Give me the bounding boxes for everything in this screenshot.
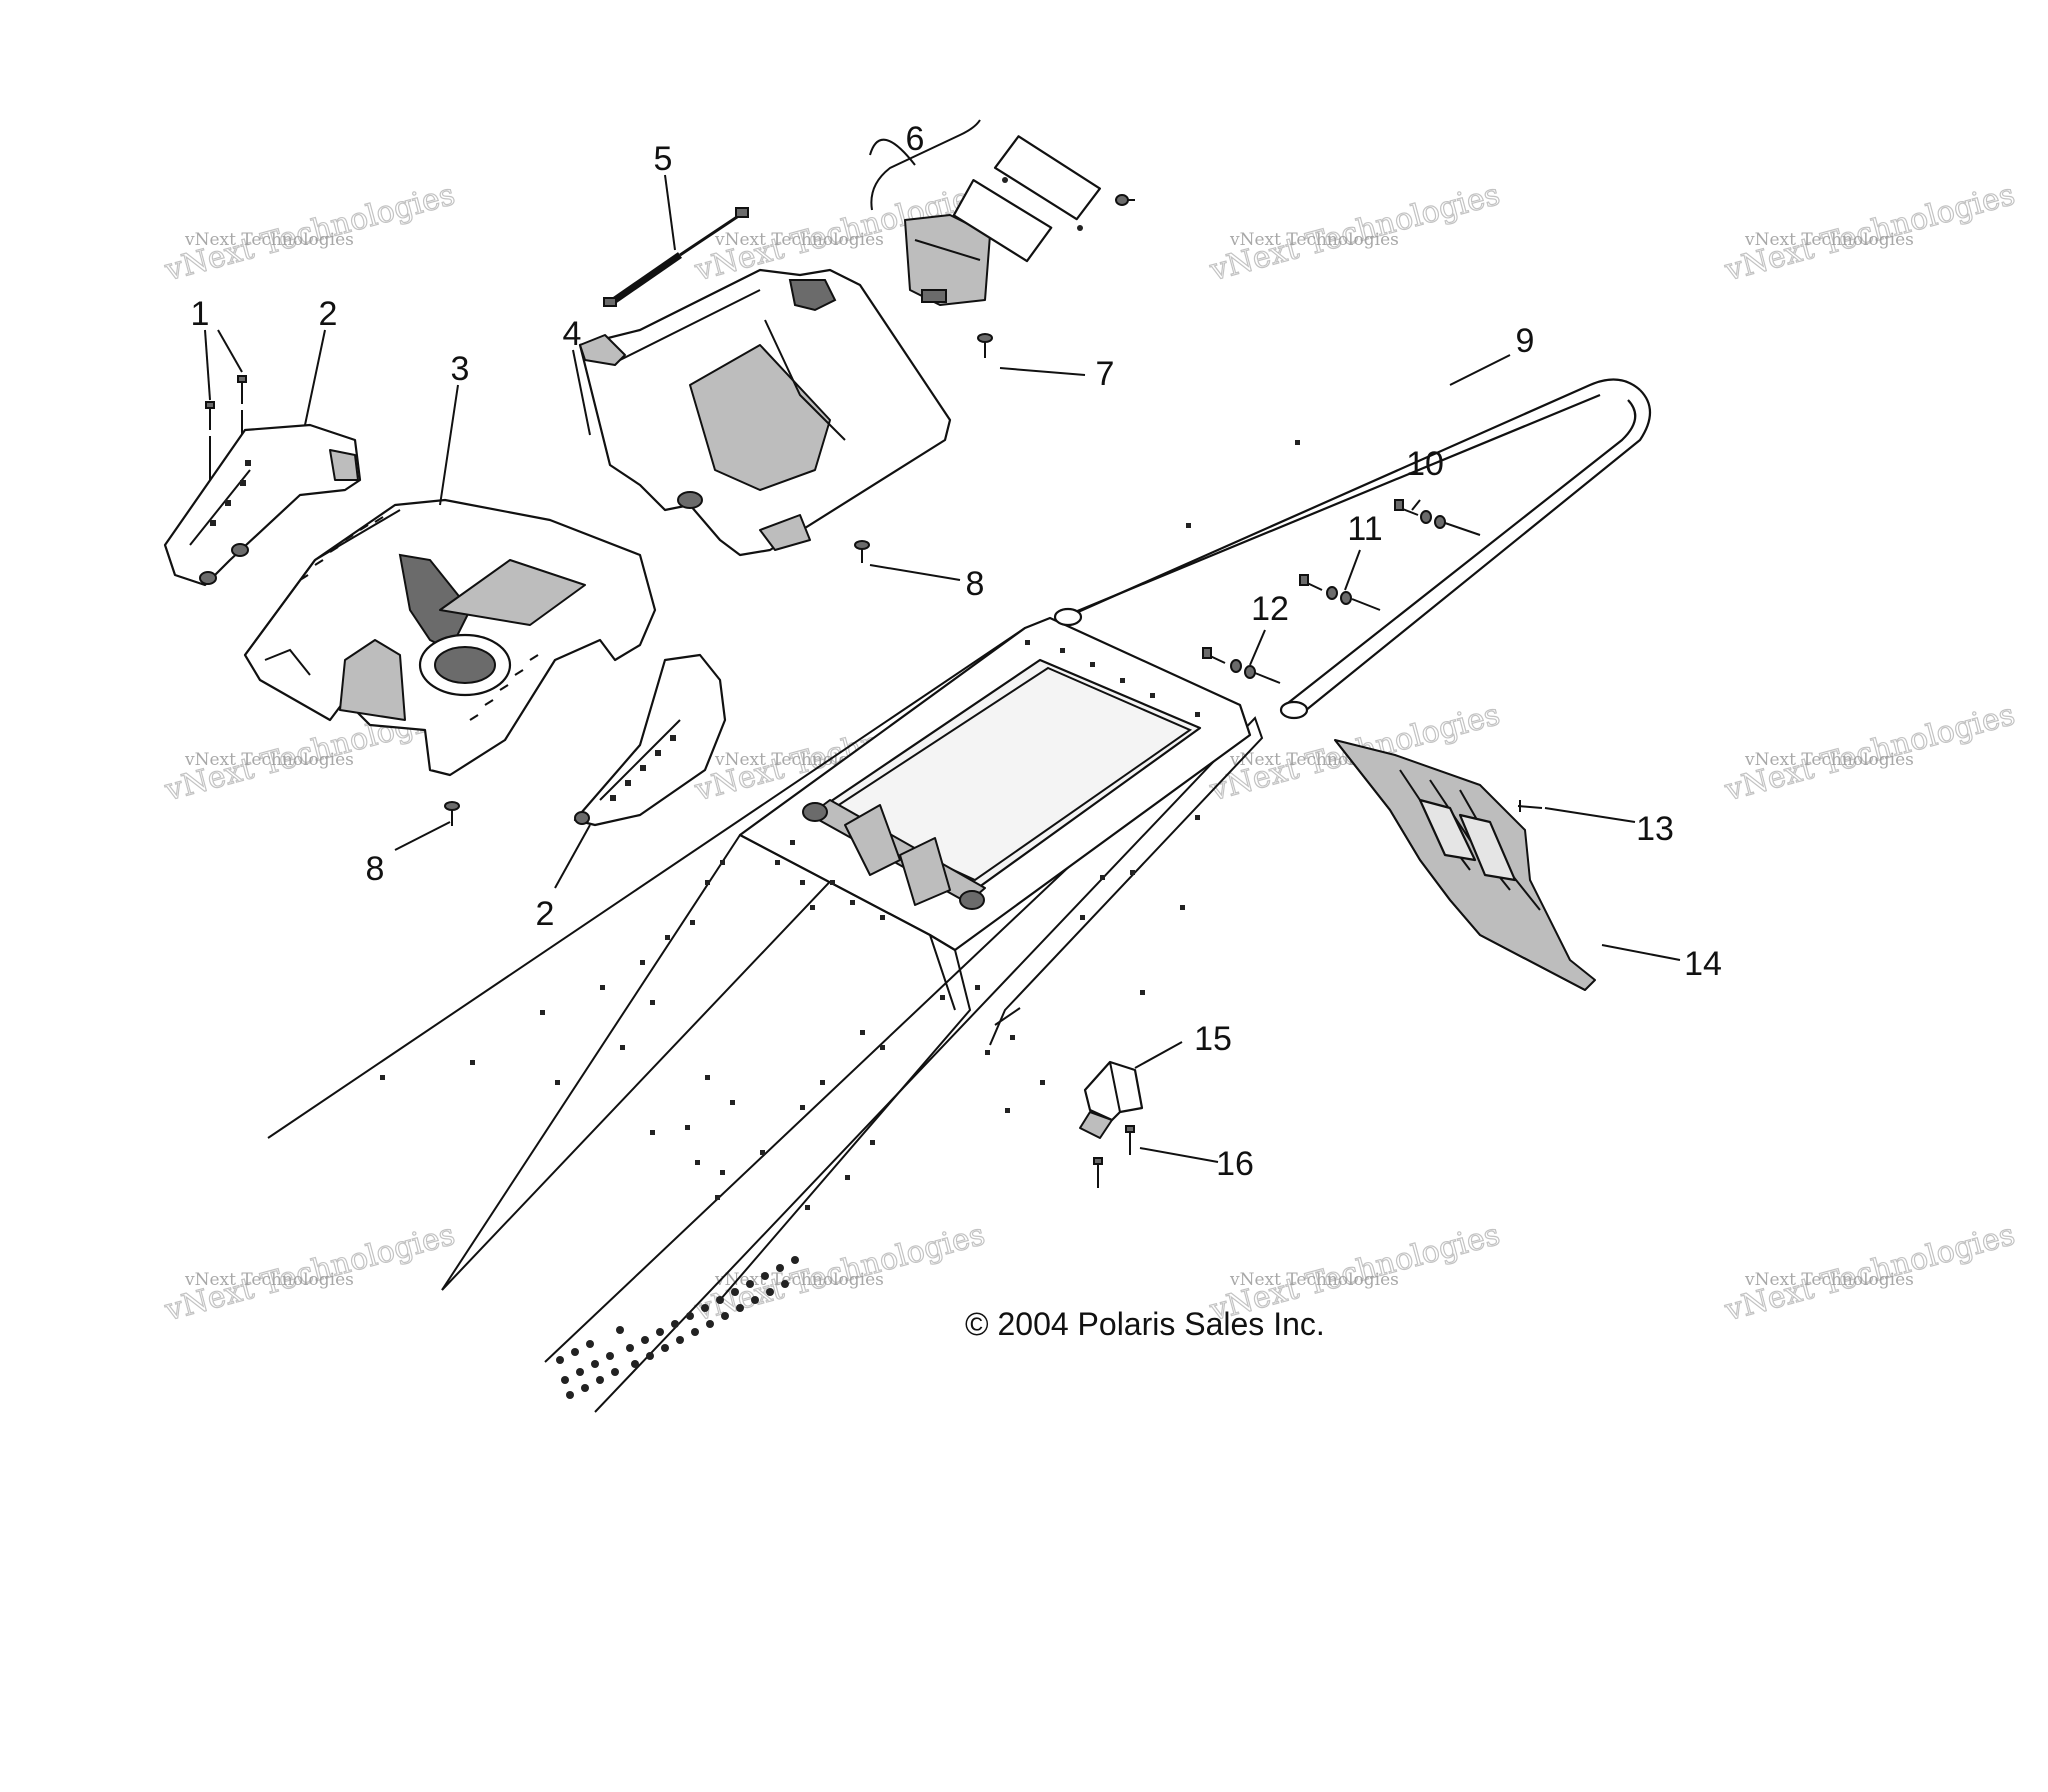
part-5-gas-strut (603, 207, 749, 307)
callout-13: 13 (1636, 810, 1674, 848)
part-13-screw (1517, 800, 1543, 812)
watermark-text: vNext Technologies (714, 1270, 884, 1290)
part-15-bracket (1079, 1060, 1144, 1139)
watermark: vNext Technologies vNext Technologies (160, 1217, 459, 1329)
watermark: vNext Technologies vNext Technologies (160, 177, 459, 289)
watermark-text: vNext Technologies (1744, 1270, 1914, 1290)
callout-12: 12 (1251, 590, 1289, 628)
copyright-text: © 2004 Polaris Sales Inc. (965, 1306, 1325, 1342)
part-4-seat-base (578, 268, 952, 557)
part-3-rear-housing (243, 498, 657, 777)
callout-6: 6 (906, 120, 925, 158)
callout-14: 14 (1684, 945, 1722, 983)
callout-5: 5 (654, 140, 673, 178)
part-9-grab-bar (1053, 378, 1652, 720)
watermark: vNext Technologies vNext Technologies (1720, 697, 2019, 809)
watermark: vNext Technologies vNext Technologies (1205, 177, 1504, 289)
watermark-text: vNext Technologies (1744, 750, 1914, 770)
callout-1: 1 (191, 295, 210, 333)
part-6-tail-light (904, 135, 1101, 306)
callout-15: 15 (1194, 1020, 1232, 1058)
callouts: 1 2 2 3 4 5 6 7 8 8 9 10 11 12 13 14 15 … (191, 120, 1722, 1183)
watermark-text: vNext Technologies (1744, 230, 1914, 250)
callout-9: 9 (1516, 322, 1535, 360)
watermark: vNext Technologies vNext Technologies (1720, 177, 2019, 289)
part-14-snowflap (1334, 739, 1596, 991)
screw-top-right (1115, 194, 1135, 206)
callout-10: 10 (1406, 445, 1444, 483)
part-11-bolt (1299, 574, 1381, 611)
tunnel-perforation (556, 1256, 799, 1399)
watermark-text: vNext Technologies (714, 230, 884, 250)
part-8-fastener-upper (854, 540, 870, 563)
callout-4: 4 (563, 315, 582, 353)
tunnel-holes (380, 640, 1200, 1210)
watermark-text: vNext Technologies (184, 230, 354, 250)
watermark-text: vNext Technologies (184, 1270, 354, 1290)
part-16-rivets (1093, 1125, 1135, 1188)
callout-11: 11 (1347, 510, 1382, 548)
callout-2: 2 (536, 895, 555, 933)
tunnel-chassis (267, 616, 1264, 1413)
leader-lines (204, 119, 1681, 1163)
watermark-text: vNext Technologies (1229, 230, 1399, 250)
part-2-left-cover (163, 423, 362, 587)
watermark: vNext Technologies vNext Technologies (1720, 1217, 2019, 1329)
part-3-teeth (299, 516, 539, 721)
watermark-text: vNext Technologies (184, 750, 354, 770)
part-7-fastener (977, 333, 993, 358)
watermark: vNext Technologies vNext Technologies (690, 1217, 989, 1329)
part-12-bolt (1202, 647, 1281, 684)
part-10-bolt (1394, 499, 1481, 536)
part-8-fastener-lower (444, 801, 460, 826)
callout-2: 2 (319, 295, 338, 333)
callout-8: 8 (966, 565, 985, 603)
watermark-text: vNext Technologies (1229, 1270, 1399, 1290)
callout-16: 16 (1216, 1145, 1254, 1183)
callout-8: 8 (366, 850, 385, 888)
callout-7: 7 (1096, 355, 1115, 393)
callout-3: 3 (451, 350, 470, 388)
part-2-right-cover (573, 653, 727, 827)
